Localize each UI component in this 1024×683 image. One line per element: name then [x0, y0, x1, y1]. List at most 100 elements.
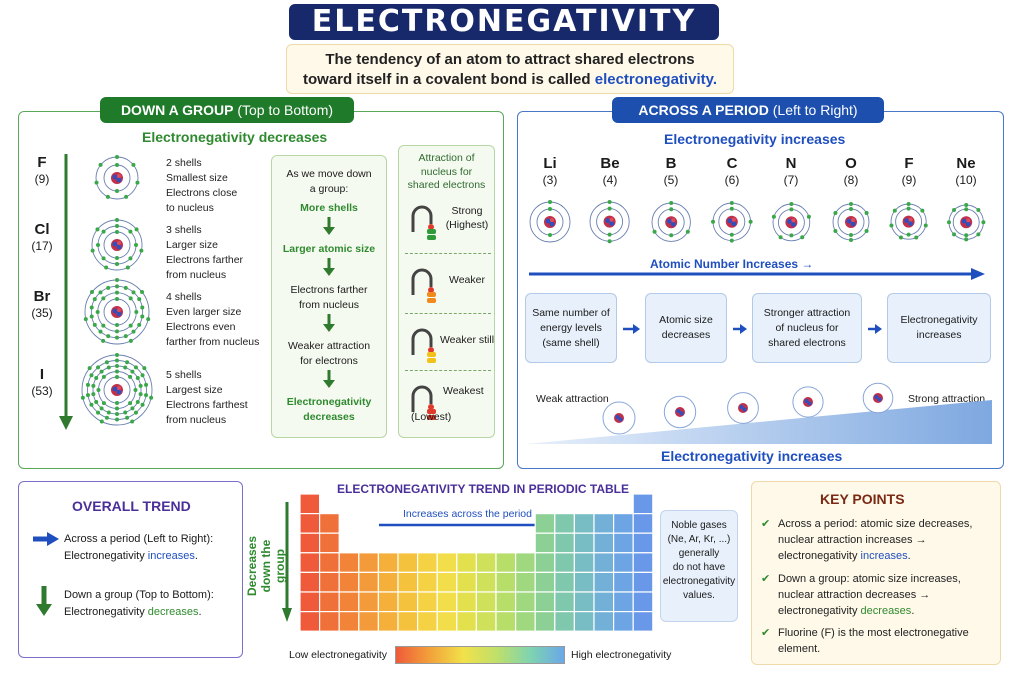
table-cell: [632, 493, 654, 515]
kp2-line2: nuclear attraction decreases →: [778, 589, 931, 601]
table-cell: [377, 571, 399, 593]
description-line: 3 shells: [166, 224, 202, 236]
description-line: Largest size: [166, 384, 223, 396]
table-cell: [475, 552, 497, 573]
kp1-line2: nuclear attraction increases →: [778, 534, 927, 546]
period-element-number: (8): [843, 173, 859, 187]
table-cell: [299, 571, 321, 593]
table-cell: [436, 591, 458, 613]
table-down-label-1: Decreases: [245, 535, 259, 597]
table-cell: [593, 552, 615, 573]
period-step-line: increases: [916, 329, 962, 341]
attraction-label: Strong(Highest): [439, 204, 495, 232]
overall-down-dot: .: [198, 606, 202, 618]
overall-across-dot: .: [194, 550, 198, 562]
table-across-label: Increases across the period: [403, 508, 532, 520]
table-cell: [475, 591, 497, 613]
period-element-number: (6): [724, 173, 740, 187]
period-element-symbol: Ne: [956, 155, 976, 172]
overall-across-highlight: increases: [147, 550, 195, 562]
description-line: 4 shells: [166, 291, 202, 303]
element-number: (17): [31, 239, 53, 253]
low-en-label: Low electronegativity: [289, 649, 388, 661]
period-element-number: (5): [663, 173, 679, 187]
period-step-line: Atomic size: [659, 314, 713, 326]
period-step-line: Stronger attraction: [763, 306, 851, 319]
atom-model: [93, 154, 141, 207]
flow-step-line: Electrons farther: [290, 284, 368, 296]
table-cell: [299, 552, 321, 573]
element-symbol: Br: [33, 288, 51, 305]
divider: [405, 313, 491, 314]
attraction-label: Weaker still: [439, 333, 495, 347]
description-line: from nucleus: [166, 269, 227, 281]
noble-line: generally: [678, 548, 720, 559]
atomic-number-label: Atomic Number Increases →: [650, 257, 814, 271]
period-subtitle: Electronegativity increases: [664, 131, 846, 147]
period-element-number: (9): [901, 173, 917, 187]
kp1-pre: electronegativity: [778, 550, 861, 562]
magnet-icon: [411, 385, 436, 420]
period-atom: [587, 199, 632, 249]
table-down-arrow-icon: [282, 502, 292, 622]
element-symbol: I: [39, 366, 45, 383]
noble-line: Noble gases: [671, 520, 727, 531]
table-cell: [573, 552, 595, 573]
period-atom: [527, 199, 573, 250]
page-title: ELECTRONEGATIVITY: [289, 4, 719, 40]
noble-line: (Ne, Ar, Kr, ...): [667, 534, 731, 545]
attraction-title-line: shared electrons: [407, 179, 486, 191]
attraction-level: Weaker still: [405, 321, 494, 377]
key-point-2: ✔ Down a group: atomic size increases, n…: [761, 571, 991, 619]
check-icon: ✔: [761, 518, 771, 530]
across-period-pill-thin: (Left to Right): [768, 102, 858, 118]
weak-attraction-label: Weak attraction: [536, 393, 609, 405]
ramp-atom: [602, 401, 636, 435]
right-arrow-icon: [33, 532, 59, 546]
ramp-atom: [663, 395, 697, 429]
table-cell: [397, 591, 419, 613]
attraction-level: Weakest(Lowest): [405, 378, 491, 434]
table-cell: [319, 571, 340, 593]
flow-step-line: More shells: [300, 202, 358, 214]
table-cell: [554, 552, 576, 573]
overall-down-pre: Electronegativity: [64, 606, 148, 618]
strong-attraction-label: Strong attraction: [908, 393, 986, 405]
period-step-line: of nucleus for: [775, 321, 839, 334]
period-element-symbol: F: [904, 155, 914, 172]
table-cell: [515, 591, 536, 613]
flow-step: Larger atomic size: [272, 242, 386, 257]
atom-icon: [90, 218, 144, 271]
table-cell: [613, 571, 634, 593]
attraction-label-line: Weaker: [449, 274, 485, 286]
attraction-label-line: Weaker still: [439, 334, 495, 346]
period-element-number: (3): [542, 173, 558, 187]
noble-line: values.: [683, 590, 715, 601]
kp1-line3: electronegativity increases.: [778, 548, 991, 564]
table-cell: [593, 571, 615, 593]
description-line: Larger size: [166, 239, 218, 251]
overall-across: Across a period (Left to Right): Electro…: [64, 531, 213, 565]
table-cell: [534, 610, 556, 632]
period-element-number: (4): [602, 173, 618, 187]
attraction-label-line: Weakest: [443, 385, 484, 397]
table-cell: [319, 513, 340, 534]
description-line: Electrons even: [166, 321, 236, 333]
table-cell: [397, 552, 419, 573]
table-cell: [495, 571, 517, 593]
overall-down-highlight: decreases: [147, 606, 199, 618]
kp2-line1: Down a group: atomic size increases,: [778, 573, 961, 585]
table-cell: [573, 591, 595, 613]
table-cell: [554, 571, 576, 593]
table-cell: [515, 552, 536, 573]
magnet-icon: [411, 205, 436, 240]
period-element-symbol: O: [845, 155, 857, 172]
description-line: Even larger size: [166, 306, 242, 318]
period-step-line: (same shell): [542, 336, 600, 349]
table-cell: [632, 552, 654, 573]
